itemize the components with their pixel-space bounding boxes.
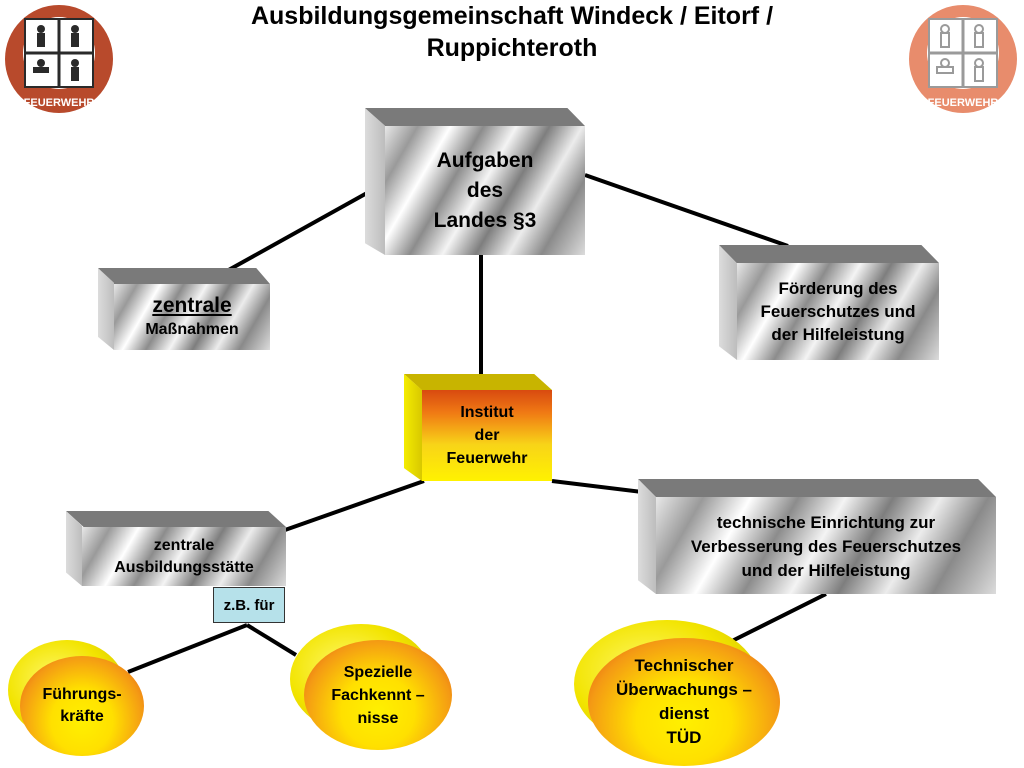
page-title: Ausbildungsgemeinschaft Windeck / Eitorf… <box>130 0 894 64</box>
spezielle-line-3: nisse <box>357 709 399 727</box>
edge-institut-technische <box>551 479 643 494</box>
zentrale-massnahmen-line-2: Maßnahmen <box>145 321 239 338</box>
edge-aufgaben-zentrale <box>224 191 368 274</box>
aufgaben-line-1: Aufgaben <box>436 148 534 172</box>
technische-line-1: technische Einrichtung zur <box>716 513 936 532</box>
node-zentrale-massnahmen: zentrale Maßnahmen <box>98 268 270 350</box>
ausbildung-line-1: zentrale <box>153 536 215 554</box>
technische-line-2: Verbesserung des Feuerschutzes <box>690 537 962 556</box>
fuehrung-line-2: kräfte <box>60 708 104 725</box>
spezielle-line-1: Spezielle <box>343 663 413 681</box>
zb-fuer-label: z.B. für <box>213 587 285 623</box>
foerderung-line-1: Förderung des <box>778 279 898 298</box>
tued-line-1: Technischer <box>634 656 734 675</box>
institut-line-3: Feuerwehr <box>446 450 528 467</box>
tued-line-4: TÜD <box>666 728 702 747</box>
node-spezielle-fachkenntnisse: Spezielle Fachkennt – nisse <box>290 624 452 750</box>
technische-line-3: und der Hilfeleistung <box>741 561 911 580</box>
spezielle-line-2: Fachkennt – <box>331 686 425 704</box>
feuerwehr-logo-right: FEUERWEHR <box>909 5 1017 113</box>
edge-technische-tued <box>729 592 827 644</box>
title-line-1: Ausbildungsgemeinschaft Windeck / Eitorf… <box>250 2 774 30</box>
institut-line-2: der <box>474 427 500 444</box>
foerderung-line-2: Feuerschutzes und <box>760 302 916 321</box>
ausbildung-line-2: Ausbildungsstätte <box>114 558 254 576</box>
feuerwehr-logo-left: FEUERWEHR <box>5 5 113 113</box>
fuehrung-line-1: Führungs- <box>42 686 122 703</box>
node-technische-einrichtung: technische Einrichtung zur Verbesserung … <box>638 479 996 594</box>
edge-zb-fuehrung <box>127 623 248 674</box>
node-fuehrungskraefte: Führungs- kräfte <box>8 640 144 756</box>
aufgaben-line-3: Landes §3 <box>433 208 537 232</box>
node-technischer-ueberwachungsdienst: Technischer Überwachungs – dienst TÜD <box>574 620 780 766</box>
title-line-2: Ruppichteroth <box>426 34 598 62</box>
logo-left-text: FEUERWEHR <box>24 97 95 109</box>
edge-institut-ausbildung <box>284 479 425 532</box>
node-foerderung: Förderung des Feuerschutzes und der Hilf… <box>719 245 939 360</box>
node-aufgaben-des-landes: Aufgaben des Landes §3 <box>365 108 585 255</box>
node-zentrale-ausbildungsstaette: zentrale Ausbildungsstätte <box>66 511 286 586</box>
edge-zb-spezielle <box>245 623 298 657</box>
zentrale-massnahmen-line-1: zentrale <box>152 294 232 317</box>
tued-line-3: dienst <box>658 704 710 723</box>
institut-line-1: Institut <box>460 404 514 421</box>
node-institut-der-feuerwehr: Institut der Feuerwehr <box>404 374 552 481</box>
logo-right-text: FEUERWEHR <box>928 97 999 109</box>
edge-aufgaben-foerderung <box>584 173 789 248</box>
tued-line-2: Überwachungs – <box>615 680 753 699</box>
foerderung-line-3: der Hilfeleistung <box>771 325 905 344</box>
aufgaben-line-2: des <box>466 178 504 202</box>
